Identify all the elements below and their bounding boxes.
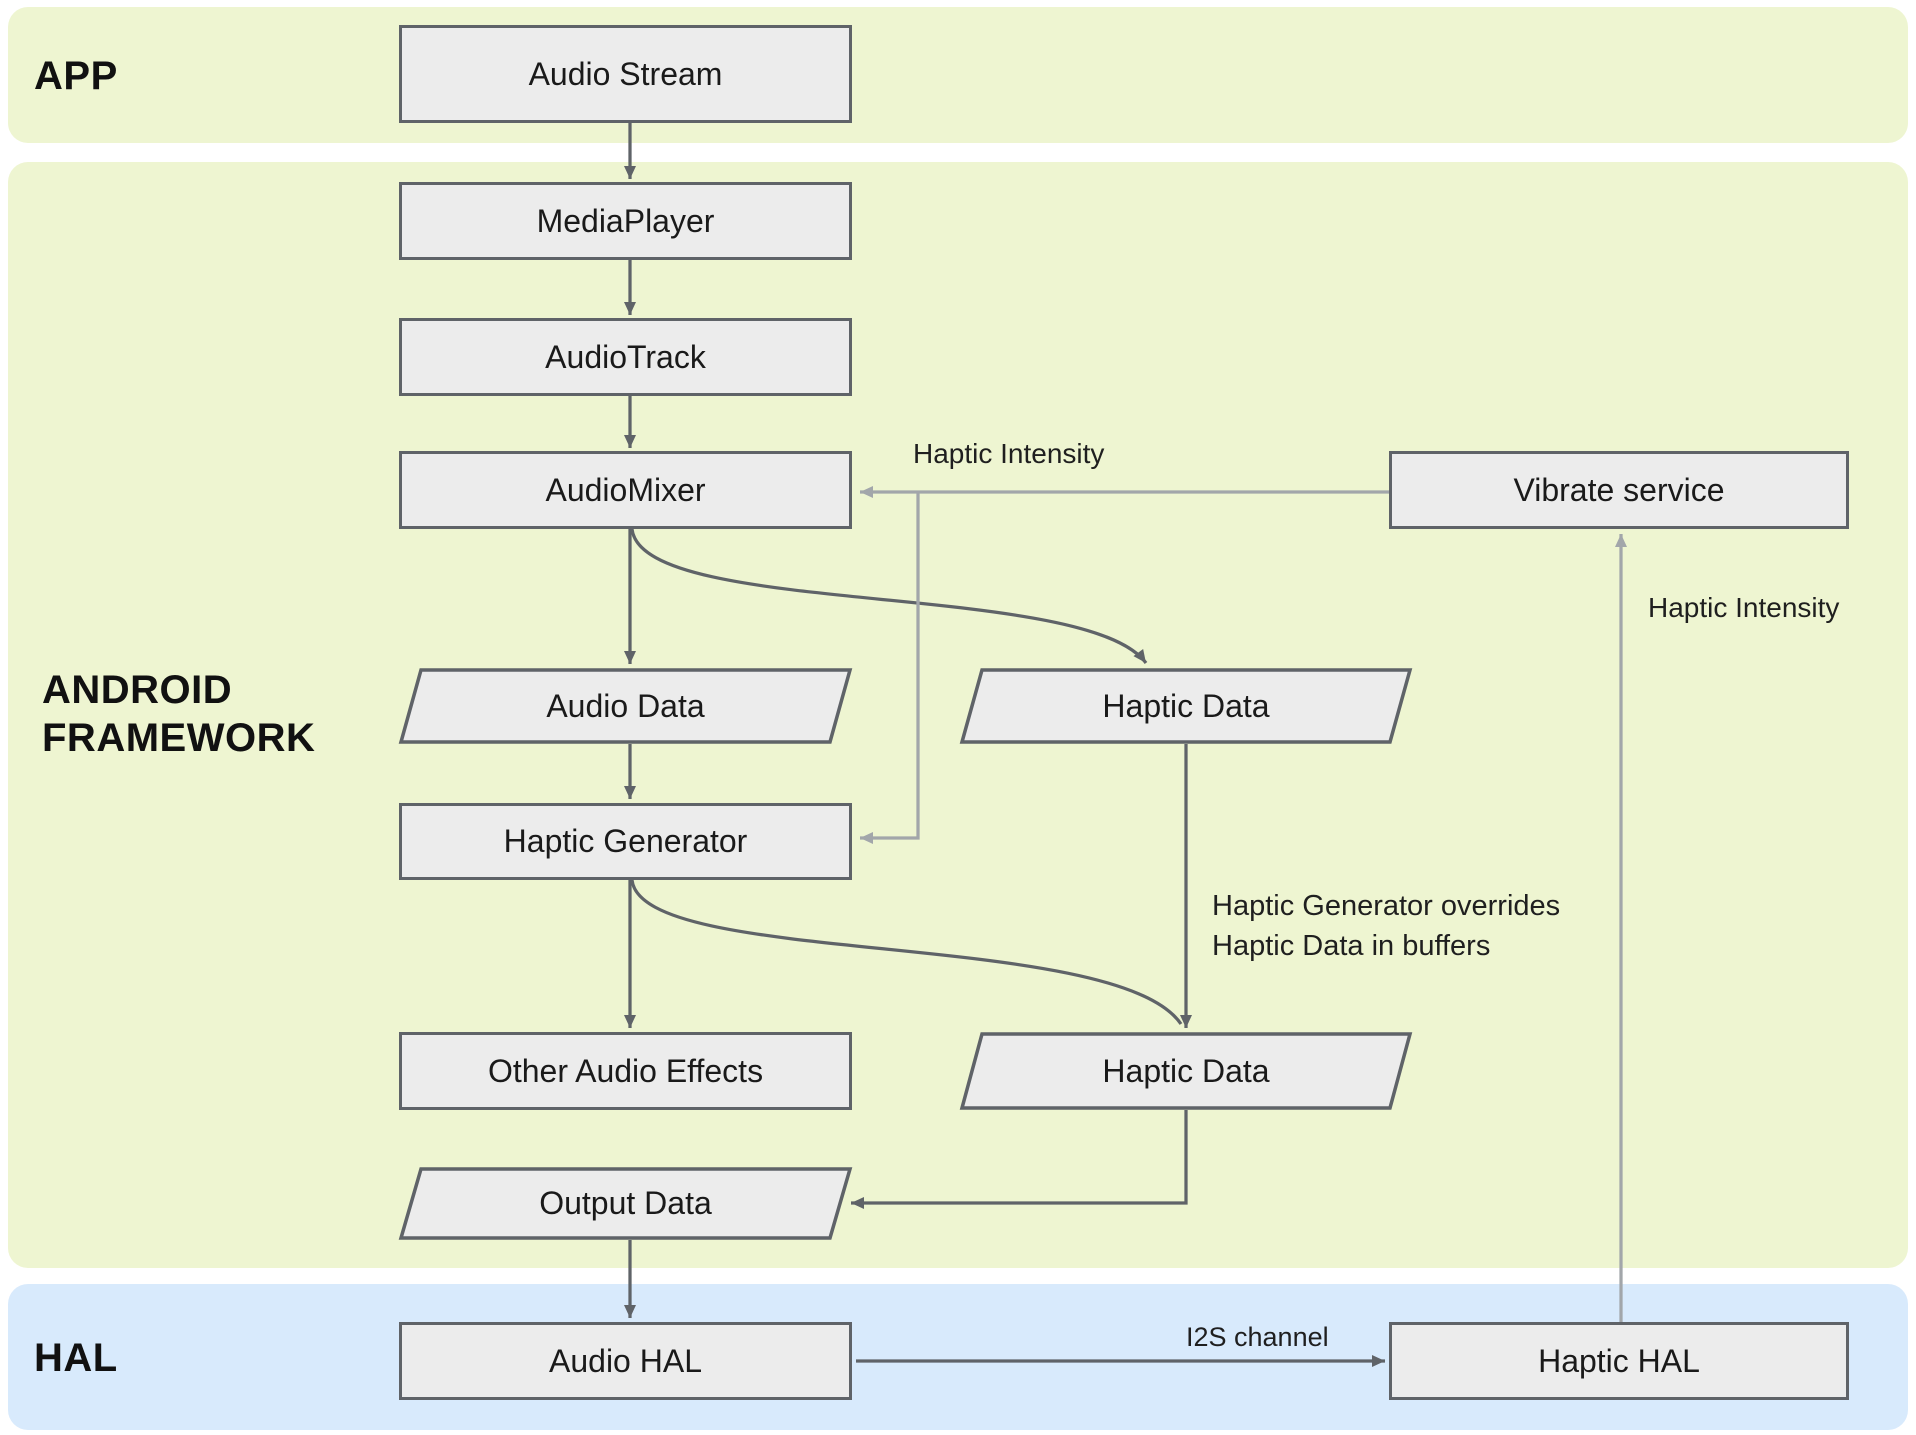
- parallelogram-shape: [398, 668, 853, 744]
- node-audio-hal-label: Audio HAL: [549, 1342, 702, 1379]
- node-audio-data: Audio Data: [398, 668, 853, 744]
- node-audiotrack-label: AudioTrack: [545, 338, 706, 375]
- node-audiomixer-label: AudioMixer: [545, 471, 706, 508]
- arrow-haptic-data-2-to-output-data: [851, 1110, 1188, 1209]
- node-audiomixer: AudioMixer: [399, 451, 852, 529]
- band-android-framework-label: ANDROID FRAMEWORK: [42, 668, 316, 760]
- node-haptic-generator: Haptic Generator: [399, 803, 852, 880]
- node-vibrate-service: Vibrate service: [1389, 451, 1849, 529]
- node-audio-stream-label: Audio Stream: [528, 55, 723, 92]
- band-app: [8, 7, 1908, 143]
- node-audiotrack: AudioTrack: [399, 318, 852, 396]
- node-audio-data-label: Audio Data: [546, 687, 705, 724]
- node-audio-stream: Audio Stream: [399, 25, 852, 123]
- node-haptic-data-1: Haptic Data: [959, 668, 1413, 744]
- band-android-framework: [8, 162, 1908, 1268]
- node-output-data-label: Output Data: [539, 1185, 712, 1221]
- edge-label-i2s-channel: I2S channel: [1186, 1322, 1329, 1352]
- node-haptic-hal-label: Haptic HAL: [1538, 1342, 1700, 1379]
- node-vibrate-service-label: Vibrate service: [1513, 471, 1725, 508]
- node-haptic-data-1-label: Haptic Data: [1102, 687, 1270, 724]
- arrow-vibrate-service-to-haptic-generator: [860, 492, 920, 844]
- node-haptic-hal: Haptic HAL: [1389, 1322, 1849, 1400]
- parallelogram-shape: [959, 668, 1413, 744]
- node-other-audio-effects: Other Audio Effects: [399, 1032, 852, 1110]
- edge-label-haptic-generator-override-note: Haptic Generator overrides Haptic Data i…: [1212, 890, 1561, 962]
- node-mediaplayer-label: MediaPlayer: [536, 202, 715, 239]
- node-haptic-data-2: Haptic Data: [959, 1032, 1413, 1110]
- node-haptic-data-2-label: Haptic Data: [1102, 1052, 1270, 1089]
- edge-label-haptic-intensity-to-mixer: Haptic Intensity: [913, 438, 1105, 469]
- node-audio-hal: Audio HAL: [399, 1322, 852, 1400]
- parallelogram-shape: [959, 1032, 1413, 1110]
- node-output-data: Output Data: [398, 1167, 853, 1240]
- node-mediaplayer: MediaPlayer: [399, 182, 852, 260]
- arrow-haptic-generator-to-haptic-data-2: [630, 879, 1183, 1025]
- node-other-audio-effects-label: Other Audio Effects: [487, 1052, 764, 1089]
- edge-label-haptic-intensity-to-vibrate: Haptic Intensity: [1648, 592, 1840, 623]
- parallelogram-shape: [398, 1167, 853, 1240]
- node-haptic-generator-label: Haptic Generator: [503, 823, 748, 859]
- band-app-label: APP: [34, 54, 118, 98]
- arrow-audiomixer-to-haptic-data-1: [630, 528, 1148, 664]
- band-hal-label: HAL: [34, 1336, 118, 1380]
